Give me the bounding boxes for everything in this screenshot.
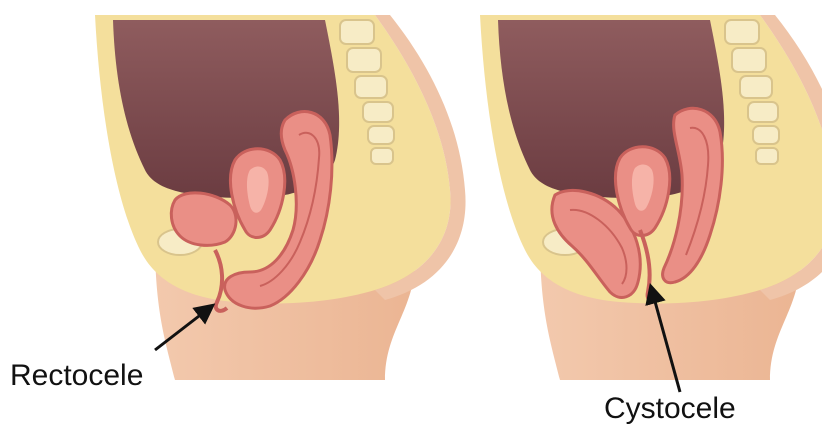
cystocele-label: Cystocele xyxy=(604,392,736,425)
rectocele-label: Rectocele xyxy=(10,359,143,392)
rectocele-illustration xyxy=(95,15,466,380)
cystocele-illustration xyxy=(480,15,822,380)
